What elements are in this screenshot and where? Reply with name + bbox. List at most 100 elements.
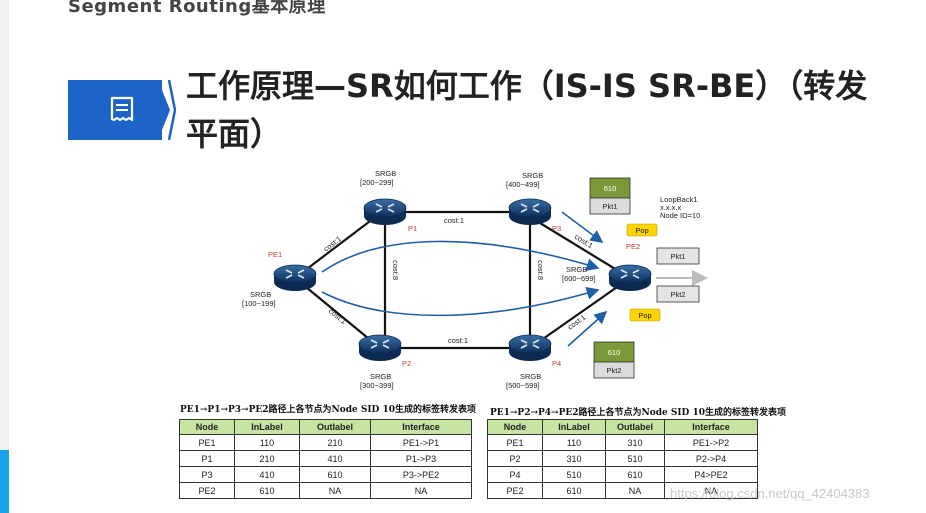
col-interface: Interface (370, 419, 472, 435)
cost-p4-pe2: cost:1 (566, 313, 587, 332)
pe1-name: PE1 (268, 250, 282, 259)
loopback-node-id: Node ID=10 (660, 211, 700, 220)
network-diagram: PE1 SRGB [100~199] P1 SRGB [200~299] P2 … (242, 169, 708, 390)
table-row: PE2 610 NA NA (487, 482, 758, 499)
col-inlabel: InLabel (234, 419, 300, 435)
table-row: PE2 610 NA NA (179, 482, 472, 499)
watermark: https://blog.csdn.net/qq_42404383 (670, 486, 870, 501)
cell: P3 (179, 466, 235, 483)
cell: 110 (234, 434, 300, 451)
left-accent-bar (0, 450, 9, 513)
pop-tag-lower (629, 308, 661, 322)
cell: PE1 (179, 434, 235, 451)
col-interface: Interface (664, 419, 758, 435)
router-pe1-icon (273, 264, 317, 292)
section-title: Segment Routing基本原理 (68, 0, 326, 17)
loopback-address: x.x.x.x (660, 203, 682, 212)
cell: P3->PE2 (370, 466, 472, 483)
pe2-srgb-range: [600~699] (562, 274, 596, 283)
table-row: P4 510 610 P4>PE2 (487, 466, 758, 483)
cell: PE1->P2 (664, 434, 758, 451)
document-icon (110, 96, 134, 122)
cell: 610 (605, 466, 665, 483)
cell: 210 (299, 434, 371, 451)
title-badge-chevron (168, 80, 176, 140)
cell: 610 (299, 466, 371, 483)
table-header-row: Node InLabel Outlabel Interface (487, 419, 758, 435)
cell: NA (605, 482, 665, 499)
router-pe2-icon (608, 264, 652, 292)
pop-tag-lower-text: Pop (638, 311, 651, 320)
p1-srgb-range: [200~299] (360, 178, 394, 187)
col-inlabel: InLabel (542, 419, 606, 435)
p3-to-pe2-arrow (561, 211, 604, 243)
cell: PE2 (179, 482, 235, 499)
p4-to-pe2-arrow (567, 310, 608, 347)
cell: P4>PE2 (664, 466, 758, 483)
cell: P2 (487, 450, 543, 467)
lower-label-text: 610 (608, 348, 621, 357)
loopback-name: LoopBack1 (660, 195, 698, 204)
col-node: Node (487, 419, 543, 435)
cell: NA (299, 482, 371, 499)
table-header-row: Node InLabel Outlabel Interface (179, 419, 472, 435)
p4-srgb-range: [500~599] (506, 381, 540, 390)
title-badge-arrow (158, 80, 170, 140)
cell: 310 (605, 434, 665, 451)
p2-srgb-range: [300~399] (360, 381, 394, 390)
pop-tag-upper (626, 223, 658, 237)
table-row: P2 310 510 P2->P4 (487, 450, 758, 467)
link-pe1-p1 (294, 211, 383, 279)
p2-name: P2 (402, 359, 411, 368)
out-packet-1-text: Pkt1 (670, 252, 685, 261)
router-p1-icon (363, 198, 407, 226)
cell: P1 (179, 450, 235, 467)
cell: NA (370, 482, 472, 499)
p4-name: P4 (552, 359, 561, 368)
cost-p3-p4: cost:8 (536, 260, 545, 280)
cell: 610 (542, 482, 606, 499)
left-table-caption: PE1→P1→P3→PE2路径上各节点为Node SID 10生成的标签转发表项 (180, 405, 477, 415)
lower-packet-box (593, 361, 635, 379)
cell: NA (664, 482, 758, 499)
cell: 310 (542, 450, 606, 467)
cost-pe1-p2: cost:1 (327, 306, 348, 325)
upper-packet-text: Pkt1 (602, 202, 617, 211)
page-title: 工作原理—SR如何工作（IS-IS SR-BE）（转发平面） (186, 67, 868, 153)
upper-label-text: 610 (604, 184, 617, 193)
link-pe1-p2 (294, 277, 381, 349)
cell: PE1 (487, 434, 543, 451)
col-outlabel: Outlabel (605, 419, 665, 435)
table-row: P1 210 410 P1->P3 (179, 450, 472, 467)
col-outlabel: Outlabel (299, 419, 371, 435)
right-table-caption: PE1→P2→P4→PE2路径上各节点为Node SID 10生成的标签转发表项 (490, 408, 787, 418)
pe1-srgb-label: SRGB (250, 290, 271, 299)
pe1-srgb-range: [100~199] (242, 299, 276, 308)
p1-srgb-label: SRGB (375, 169, 396, 178)
table-row: P3 410 610 P3->PE2 (179, 466, 472, 483)
cost-p1-p3: cost:1 (444, 216, 464, 225)
pop-tag-upper-text: Pop (635, 226, 648, 235)
path-lower-arrow (321, 287, 600, 317)
lower-packet-text: Pkt2 (606, 366, 621, 375)
p2-srgb-label: SRGB (370, 372, 391, 381)
cell: PE2 (487, 482, 543, 499)
right-forwarding-table: Node InLabel Outlabel Interface PE1 110 … (487, 419, 758, 499)
cell: P1->P3 (370, 450, 472, 467)
p3-srgb-label: SRGB (522, 171, 543, 180)
router-p4-icon (508, 334, 552, 362)
cell: PE1->P1 (370, 434, 472, 451)
cost-p1-p2: cost:8 (391, 260, 400, 280)
cell: 510 (542, 466, 606, 483)
out-packet-2-text: Pkt2 (670, 290, 685, 299)
pe2-srgb-label: SRGB (566, 265, 587, 274)
p1-name: P1 (408, 224, 417, 233)
p3-name: P3 (552, 224, 561, 233)
left-forwarding-table: Node InLabel Outlabel Interface PE1 110 … (179, 419, 472, 499)
pe2-name: PE2 (626, 242, 640, 251)
cell: 410 (299, 450, 371, 467)
out-packet-1 (656, 247, 700, 265)
col-node: Node (179, 419, 235, 435)
cell: P4 (487, 466, 543, 483)
p4-srgb-label: SRGB (520, 372, 541, 381)
